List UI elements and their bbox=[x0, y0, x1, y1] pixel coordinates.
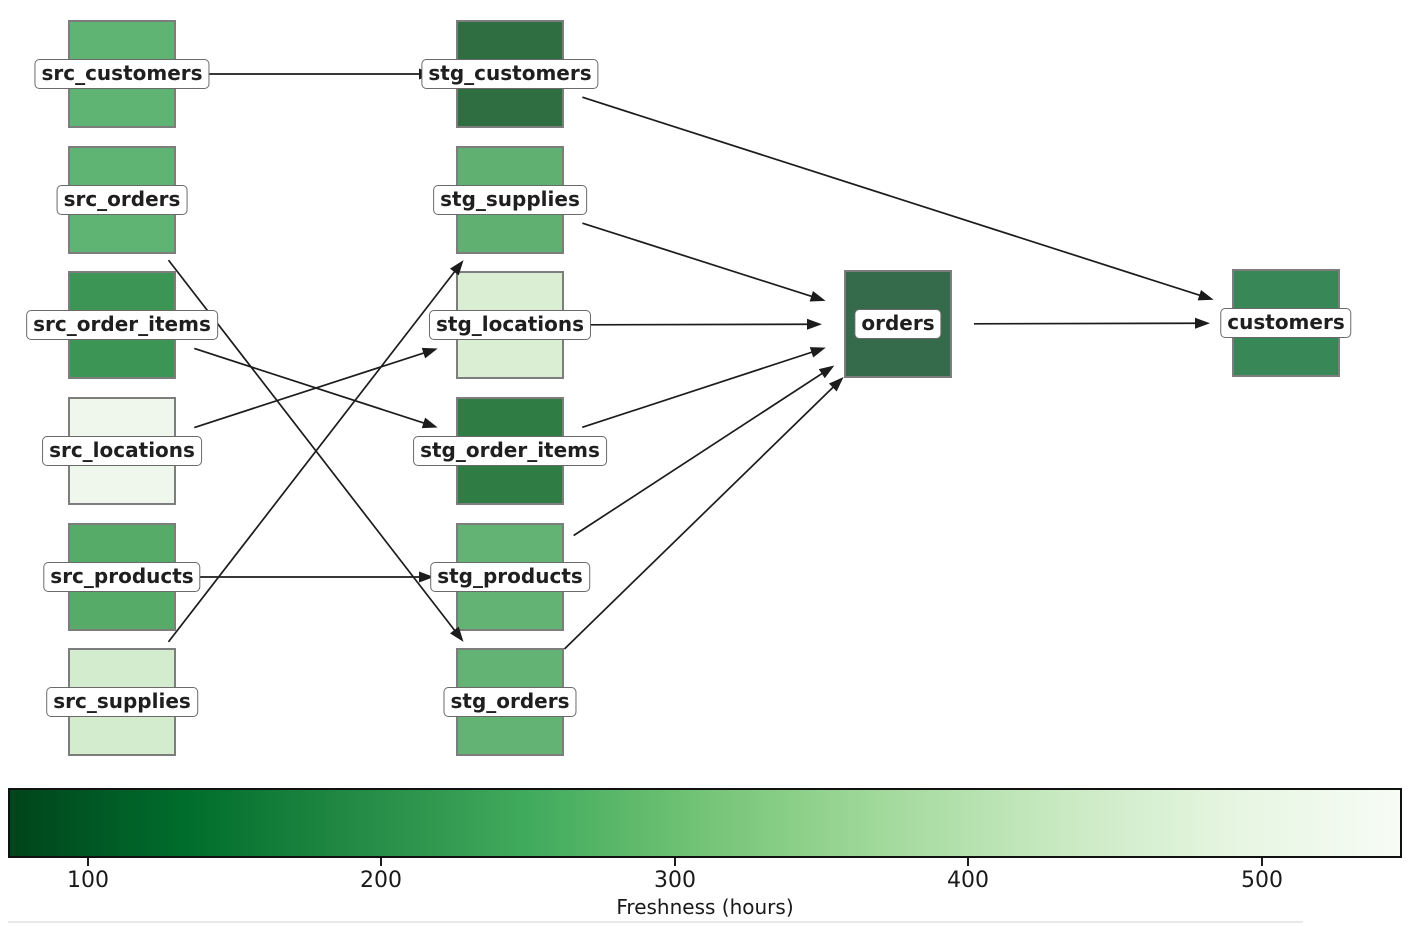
arrowhead-src_locations-to-stg_locations bbox=[421, 347, 438, 359]
arrowhead-stg_customers-to-customers bbox=[1197, 289, 1214, 301]
node-label-stg_orders: stg_orders bbox=[443, 687, 577, 717]
colorbar-tick-label-400: 400 bbox=[947, 868, 989, 893]
colorbar-tick-label-500: 500 bbox=[1241, 868, 1283, 893]
edge-stg_orders-to-orders bbox=[563, 384, 836, 650]
node-label-src_order_items: src_order_items bbox=[26, 310, 218, 340]
colorbar-tick-300 bbox=[674, 858, 676, 866]
arrowhead-stg_locations-to-orders bbox=[806, 318, 823, 330]
arrowhead-stg_order_items-to-orders bbox=[809, 347, 826, 358]
colorbar-tick-100 bbox=[87, 858, 89, 866]
edge-src_locations-to-stg_locations bbox=[194, 351, 427, 429]
arrowhead-stg_orders-to-orders bbox=[828, 377, 844, 392]
colorbar-tick-label-200: 200 bbox=[360, 868, 402, 893]
edge-stg_customers-to-customers bbox=[582, 96, 1203, 297]
edge-stg_supplies-to-orders bbox=[582, 222, 815, 299]
node-label-src_customers: src_customers bbox=[34, 59, 210, 89]
colorbar-tick-label-300: 300 bbox=[654, 868, 696, 893]
node-label-stg_supplies: stg_supplies bbox=[433, 185, 587, 215]
node-label-orders: orders bbox=[854, 309, 942, 339]
arrowhead-src_orders-to-stg_orders bbox=[449, 626, 464, 642]
node-label-src_products: src_products bbox=[43, 562, 201, 592]
arrowhead-stg_products-to-orders bbox=[818, 365, 835, 379]
colorbar-tick-400 bbox=[967, 858, 969, 866]
node-label-customers: customers bbox=[1220, 308, 1352, 338]
node-label-src_supplies: src_supplies bbox=[46, 687, 198, 717]
arrowhead-orders-to-customers bbox=[1194, 317, 1211, 329]
edge-orders-to-customers bbox=[973, 322, 1199, 325]
node-label-stg_products: stg_products bbox=[430, 562, 590, 592]
edge-src_supplies-to-stg_supplies bbox=[167, 269, 457, 643]
edge-stg_products-to-orders bbox=[573, 371, 825, 537]
node-label-stg_locations: stg_locations bbox=[428, 310, 592, 340]
node-label-stg_customers: stg_customers bbox=[421, 59, 599, 89]
edge-stg_order_items-to-orders bbox=[581, 350, 815, 429]
colorbar-gradient bbox=[8, 788, 1402, 858]
colorbar-tick-label-100: 100 bbox=[67, 868, 109, 893]
edge-src_order_items-to-stg_order_items bbox=[194, 347, 427, 425]
colorbar-tick-200 bbox=[380, 858, 382, 866]
arrowhead-src_order_items-to-stg_order_items bbox=[421, 417, 438, 429]
colorbar-axis-label: Freshness (hours) bbox=[616, 895, 794, 919]
arrowhead-src_supplies-to-stg_supplies bbox=[449, 260, 464, 276]
edge-stg_locations-to-orders bbox=[585, 323, 811, 326]
node-label-stg_order_items: stg_order_items bbox=[413, 436, 607, 466]
node-label-src_orders: src_orders bbox=[56, 185, 188, 215]
colorbar-tick-500 bbox=[1261, 858, 1263, 866]
figure-bottom-hairline bbox=[8, 921, 1303, 923]
arrowhead-stg_supplies-to-orders bbox=[809, 291, 826, 302]
node-label-src_locations: src_locations bbox=[42, 436, 202, 466]
arrowhead-src_products-to-stg_products bbox=[419, 571, 434, 583]
